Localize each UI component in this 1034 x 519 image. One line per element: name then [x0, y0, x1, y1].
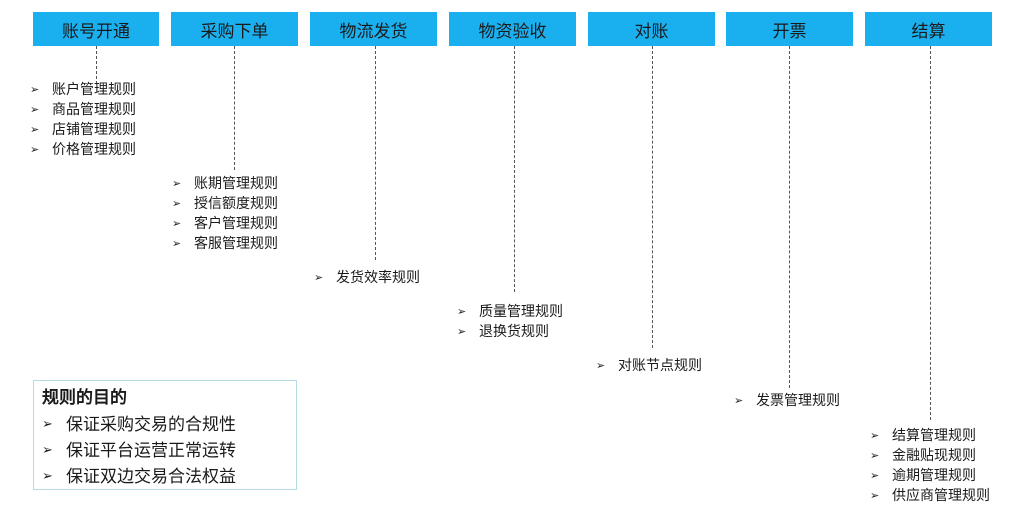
- list-item: ➢ 客户管理规则: [172, 214, 278, 234]
- arrow-bullet-icon: ➢: [30, 103, 40, 116]
- stage-label: 结算: [911, 21, 946, 42]
- stage-box-reconciliation: 对账: [588, 12, 715, 46]
- rule-label: 发货效率规则: [336, 270, 420, 286]
- arrow-bullet-icon: ➢: [734, 394, 744, 407]
- list-item: ➢ 商品管理规则: [30, 100, 136, 120]
- list-item: ➢ 保证双边交易合法权益: [42, 464, 288, 490]
- connector-line: [96, 46, 97, 84]
- rule-list-purchase-order: ➢ 账期管理规则 ➢ 授信额度规则 ➢ 客户管理规则 ➢ 客服管理规则: [172, 174, 278, 254]
- arrow-bullet-icon: ➢: [172, 197, 182, 210]
- purpose-list: ➢ 保证采购交易的合规性 ➢ 保证平台运营正常运转 ➢ 保证双边交易合法权益: [42, 412, 288, 490]
- arrow-bullet-icon: ➢: [42, 417, 53, 432]
- purpose-box: 规则的目的 ➢ 保证采购交易的合规性 ➢ 保证平台运营正常运转 ➢ 保证双边交易合法权…: [33, 380, 297, 490]
- stage-label: 账号开通: [62, 21, 130, 42]
- rule-list-reconciliation: ➢ 对账节点规则: [596, 356, 702, 376]
- stage-label: 开票: [772, 21, 807, 42]
- purpose-item: 保证采购交易的合规性: [66, 415, 236, 435]
- rule-label: 账户管理规则: [52, 82, 136, 98]
- list-item: ➢ 保证平台运营正常运转: [42, 438, 288, 464]
- stage-box-logistics: 物流发货: [310, 12, 437, 46]
- list-item: ➢ 账期管理规则: [172, 174, 278, 194]
- rule-label: 退换货规则: [479, 324, 549, 340]
- list-item: ➢ 店铺管理规则: [30, 120, 136, 140]
- rule-label: 发票管理规则: [756, 393, 840, 409]
- list-item: ➢ 质量管理规则: [457, 302, 563, 322]
- arrow-bullet-icon: ➢: [870, 489, 880, 502]
- arrow-bullet-icon: ➢: [42, 469, 53, 484]
- stage-box-invoicing: 开票: [726, 12, 853, 46]
- purpose-item: 保证双边交易合法权益: [66, 467, 236, 487]
- stage-label: 物流发货: [339, 21, 408, 42]
- arrow-bullet-icon: ➢: [30, 83, 40, 96]
- rule-list-logistics: ➢ 发货效率规则: [314, 268, 420, 288]
- list-item: ➢ 发货效率规则: [314, 268, 420, 288]
- list-item: ➢ 逾期管理规则: [870, 466, 990, 486]
- stage-box-account-opening: 账号开通: [33, 12, 159, 46]
- list-item: ➢ 保证采购交易的合规性: [42, 412, 288, 438]
- rule-label: 商品管理规则: [52, 102, 136, 118]
- rule-label: 供应商管理规则: [892, 488, 990, 504]
- rule-list-account-opening: ➢ 账户管理规则 ➢ 商品管理规则 ➢ 店铺管理规则 ➢ 价格管理规则: [30, 80, 136, 160]
- rule-label: 价格管理规则: [52, 142, 136, 158]
- rule-label: 账期管理规则: [194, 176, 278, 192]
- purpose-title: 规则的目的: [42, 388, 127, 408]
- list-item: ➢ 结算管理规则: [870, 426, 990, 446]
- arrow-bullet-icon: ➢: [870, 449, 880, 462]
- arrow-bullet-icon: ➢: [30, 123, 40, 136]
- rule-label: 金融贴现规则: [892, 448, 976, 464]
- rule-list-settlement: ➢ 结算管理规则 ➢ 金融贴现规则 ➢ 逾期管理规则 ➢ 供应商管理规则: [870, 426, 990, 506]
- stage-label: 对账: [634, 21, 669, 42]
- arrow-bullet-icon: ➢: [42, 443, 53, 458]
- arrow-bullet-icon: ➢: [596, 359, 606, 372]
- rule-label: 店铺管理规则: [52, 122, 136, 138]
- list-item: ➢ 价格管理规则: [30, 140, 136, 160]
- list-item: ➢ 退换货规则: [457, 322, 563, 342]
- rule-label: 授信额度规则: [194, 196, 278, 212]
- list-item: ➢ 客服管理规则: [172, 234, 278, 254]
- list-item: ➢ 授信额度规则: [172, 194, 278, 214]
- rule-label: 客户管理规则: [194, 216, 278, 232]
- rule-label: 结算管理规则: [892, 428, 976, 444]
- connector-line: [652, 46, 653, 348]
- connector-line: [789, 46, 790, 388]
- arrow-bullet-icon: ➢: [870, 469, 880, 482]
- rule-label: 逾期管理规则: [892, 468, 976, 484]
- arrow-bullet-icon: ➢: [30, 143, 40, 156]
- purpose-item: 保证平台运营正常运转: [66, 441, 236, 461]
- stage-box-acceptance: 物资验收: [449, 12, 576, 46]
- stage-label: 物资验收: [478, 21, 547, 42]
- list-item: ➢ 发票管理规则: [734, 391, 840, 411]
- stage-label: 采购下单: [200, 21, 269, 42]
- rule-list-invoicing: ➢ 发票管理规则: [734, 391, 840, 411]
- rule-label: 客服管理规则: [194, 236, 278, 252]
- stage-box-purchase-order: 采购下单: [171, 12, 298, 46]
- list-item: ➢ 对账节点规则: [596, 356, 702, 376]
- arrow-bullet-icon: ➢: [314, 271, 324, 284]
- list-item: ➢ 供应商管理规则: [870, 486, 990, 506]
- list-item: ➢ 金融贴现规则: [870, 446, 990, 466]
- arrow-bullet-icon: ➢: [172, 217, 182, 230]
- connector-line: [375, 46, 376, 260]
- stage-box-settlement: 结算: [865, 12, 992, 46]
- arrow-bullet-icon: ➢: [172, 237, 182, 250]
- rule-label: 质量管理规则: [479, 304, 563, 320]
- connector-line: [930, 46, 931, 420]
- arrow-bullet-icon: ➢: [457, 325, 467, 338]
- rule-label: 对账节点规则: [618, 358, 702, 374]
- arrow-bullet-icon: ➢: [457, 305, 467, 318]
- rule-list-acceptance: ➢ 质量管理规则 ➢ 退换货规则: [457, 302, 563, 342]
- arrow-bullet-icon: ➢: [172, 177, 182, 190]
- arrow-bullet-icon: ➢: [870, 429, 880, 442]
- connector-line: [514, 46, 515, 292]
- connector-line: [234, 46, 235, 170]
- list-item: ➢ 账户管理规则: [30, 80, 136, 100]
